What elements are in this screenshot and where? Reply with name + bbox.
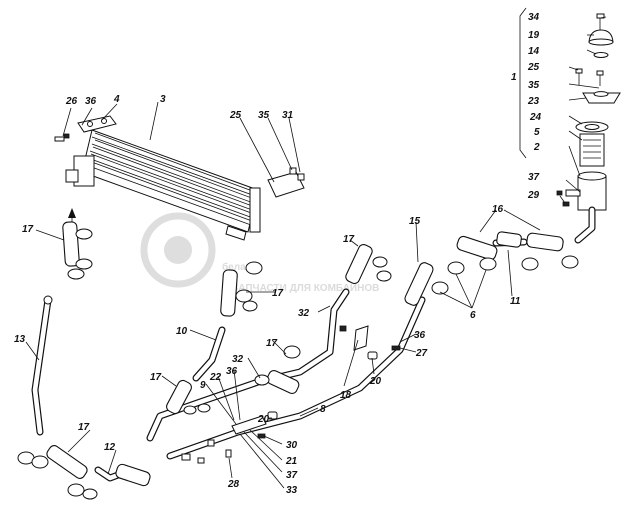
callout-34: 34 xyxy=(528,12,540,23)
callout-15: 15 xyxy=(409,216,421,227)
bracket-4 xyxy=(77,115,117,133)
callout-28: 28 xyxy=(227,479,240,490)
pipe-10 xyxy=(192,326,226,382)
callout-17-middle: 17 xyxy=(272,288,284,299)
washer-36 xyxy=(63,133,70,139)
callout-group-1: 1 xyxy=(511,72,517,83)
hose-17-bottom xyxy=(46,445,88,479)
bushing-20-lower xyxy=(267,411,278,420)
callout-numbers: 1 34 19 14 25 35 23 24 5 2 37 29 26 36 4… xyxy=(14,12,542,496)
hose-11-joint xyxy=(496,231,522,248)
callout-31: 31 xyxy=(282,110,294,121)
callout-33: 33 xyxy=(286,485,298,496)
callout-32-lower: 32 xyxy=(232,354,244,365)
callout-37-top: 37 xyxy=(528,172,540,183)
callout-9: 9 xyxy=(200,380,206,391)
callout-36-right: 36 xyxy=(414,330,426,341)
callout-17-bottom: 17 xyxy=(78,422,90,433)
callout-4: 4 xyxy=(113,94,120,105)
thermostat-assembly xyxy=(519,7,621,211)
bracket-21 xyxy=(231,415,267,435)
callout-21: 21 xyxy=(285,456,298,467)
callout-20-right: 20 xyxy=(369,376,382,387)
bracket-18 xyxy=(353,325,369,351)
leader-lines xyxy=(25,16,607,489)
hose-16-left xyxy=(456,235,498,261)
oil-cooler-right-tank xyxy=(249,187,261,233)
bracket-25 xyxy=(267,167,305,198)
callout-18: 18 xyxy=(340,390,352,401)
callout-23: 23 xyxy=(527,96,540,107)
watermark-logo-ring xyxy=(140,212,216,288)
callout-17-left: 17 xyxy=(22,224,34,235)
hose-17-middle xyxy=(220,269,238,317)
nut-32-top xyxy=(339,325,347,332)
watermark-logo-core xyxy=(164,236,192,264)
callout-29: 29 xyxy=(527,190,540,201)
bolt-28 xyxy=(225,449,232,458)
pipe-9 xyxy=(146,288,350,442)
callout-37-bottom: 37 xyxy=(286,470,298,481)
washer-37 xyxy=(556,190,563,196)
flow-arrow-icon xyxy=(68,208,76,218)
callout-26: 26 xyxy=(65,96,78,107)
callout-36-top: 36 xyxy=(85,96,97,107)
clamps xyxy=(17,228,579,500)
callout-36-lower: 36 xyxy=(226,366,238,377)
callout-17-center: 17 xyxy=(266,338,278,349)
bushing-20-right xyxy=(367,351,378,360)
thermostat-5 xyxy=(579,133,605,167)
callout-13: 13 xyxy=(14,334,26,345)
callout-11: 11 xyxy=(510,296,521,307)
callout-20-lower: 20 xyxy=(257,414,270,425)
thermostat-housing-2 xyxy=(577,175,607,211)
callout-30: 30 xyxy=(286,440,298,451)
callout-25-top: 25 xyxy=(527,62,540,73)
callout-17-upper: 17 xyxy=(343,234,355,245)
pipe-13 xyxy=(31,295,53,436)
callout-12: 12 xyxy=(104,442,116,453)
watermark: белавто ЗАПЧАСТИ ДЛЯ КОМБАЙНОВ xyxy=(140,212,379,294)
gasket-14 xyxy=(593,52,609,58)
group-bracket xyxy=(519,7,527,159)
callout-35-mid: 35 xyxy=(258,110,270,121)
callout-24: 24 xyxy=(529,112,542,123)
callout-19: 19 xyxy=(528,30,540,41)
hose-17-center xyxy=(266,369,300,395)
watermark-subtitle: ЗАПЧАСТИ ДЛЯ КОМБАЙНОВ xyxy=(232,281,379,294)
callout-5: 5 xyxy=(534,127,540,138)
callout-8: 8 xyxy=(320,404,326,415)
pipe-2-outlet xyxy=(574,206,596,244)
callout-3: 3 xyxy=(160,94,166,105)
callout-22: 22 xyxy=(209,372,222,383)
pipe-8 xyxy=(166,296,426,460)
callout-27: 27 xyxy=(415,348,428,359)
hose-12-joint xyxy=(115,463,151,487)
callout-2: 2 xyxy=(533,142,540,153)
bolt-30 xyxy=(257,433,266,439)
hose-17-left xyxy=(62,221,80,267)
callout-25-mid: 25 xyxy=(229,110,242,121)
hose-16-right xyxy=(526,232,564,252)
oil-cooler-3 xyxy=(65,129,261,241)
bolt-27 xyxy=(391,345,401,351)
bolt-26 xyxy=(54,136,65,142)
callout-6: 6 xyxy=(470,310,476,321)
hose-17-lower xyxy=(166,379,192,415)
callout-14: 14 xyxy=(528,46,540,57)
fasteners xyxy=(181,325,401,464)
hose-15 xyxy=(404,262,434,306)
callout-35-top: 35 xyxy=(528,80,540,91)
callout-32-upper: 32 xyxy=(298,308,310,319)
hose-17-upper xyxy=(345,244,373,284)
bolt-29 xyxy=(562,201,570,207)
callout-17-lower: 17 xyxy=(150,372,162,383)
callout-10: 10 xyxy=(176,326,188,337)
callout-16: 16 xyxy=(492,204,504,215)
